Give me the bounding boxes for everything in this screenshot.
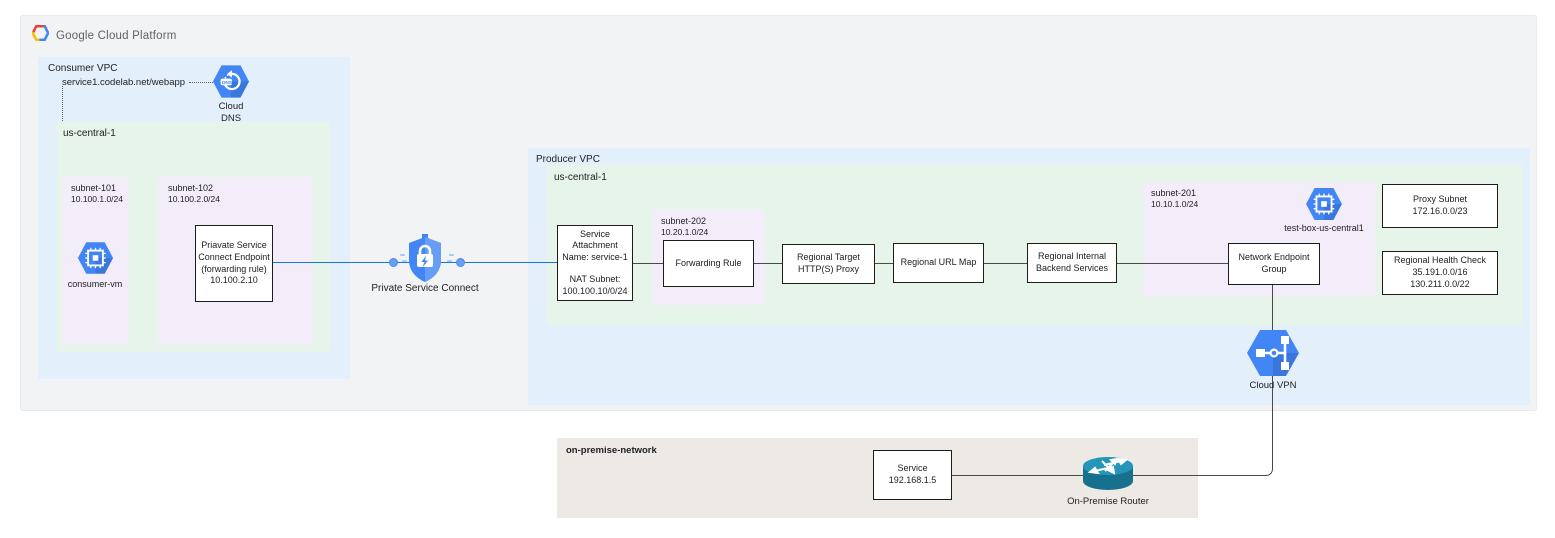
- connector-corner: [1266, 469, 1273, 476]
- psc-dot-right: [456, 258, 465, 267]
- dns-record-text: service1.codelab.net/webapp: [62, 77, 186, 88]
- health-check-cidr2: 130.211.0.0/22: [1410, 278, 1470, 289]
- connector-neg-vpn-vertical: [1272, 285, 1273, 469]
- on-premise-router-label: On-Premise Router: [1067, 496, 1149, 507]
- psc-dot-left: [389, 258, 398, 267]
- cloud-dns-label: Cloud DNS: [218, 101, 244, 124]
- regional-target-proxy-box: Regional Target HTTP(S) Proxy: [782, 244, 875, 284]
- psc-dash-r2: [447, 260, 452, 262]
- psc-dash-l2: [402, 260, 407, 262]
- cloud-dns-icon: DNS: [212, 64, 250, 104]
- connector-urlmap-backend: [984, 263, 1027, 264]
- on-premise-router-icon: [1081, 453, 1135, 500]
- psc-endpoint-line1: Priavate Service: [201, 240, 267, 251]
- onprem-service-title: Service: [897, 463, 928, 474]
- subnet-202-cidr: 10.20.1.0/24: [661, 227, 709, 237]
- subnet-202-name: subnet-202: [661, 216, 707, 226]
- gcp-logo-icon: [31, 24, 50, 46]
- subnet-201-cidr: 10.10.1.0/24: [1151, 199, 1199, 209]
- consumer-vm-icon: [77, 241, 114, 280]
- regional-url-map-box: Regional URL Map: [893, 243, 984, 283]
- connector-proxy-urlmap: [875, 263, 893, 264]
- psc-endpoint-line3: (forwarding rule): [201, 263, 267, 274]
- svg-text:DNS: DNS: [222, 80, 232, 86]
- service-attachment-name: Name: service-1: [562, 252, 628, 263]
- forwarding-rule-box: Forwarding Rule: [663, 240, 754, 287]
- onprem-service-box: Service 192.168.1.5: [873, 450, 952, 500]
- psc-endpoint-box: Priavate Service Connect Endpoint (forwa…: [195, 225, 273, 302]
- cloud-vpn-icon: [1246, 329, 1300, 382]
- subnet-101-cidr: 10.100.1.0/24: [71, 194, 123, 204]
- regional-backend-services-box: Regional Internal Backend Services: [1027, 243, 1117, 283]
- dns-dotted-connector: [189, 82, 213, 83]
- connector-sa-fr: [633, 263, 663, 264]
- proxy-subnet-cidr: 172.16.0.0/23: [1412, 206, 1468, 216]
- service-attachment-nat-cidr: 100.100.10/0/24: [562, 285, 628, 296]
- connector-backend-neg: [1117, 263, 1228, 264]
- proxy-subnet-box: Proxy Subnet 172.16.0.0/23: [1382, 184, 1498, 228]
- gcp-logo-row: Google Cloud Platform: [31, 24, 177, 46]
- consumer-vm-label: consumer-vm: [67, 279, 123, 289]
- psc-endpoint-line2: Connect Endpoint: [198, 251, 270, 262]
- consumer-region-box: us-central-1 subnet-101 10.100.1.0/24 su…: [57, 122, 330, 352]
- consumer-vpc-box: Consumer VPC service1.codelab.net/webapp…: [38, 57, 350, 379]
- on-premise-network-label: on-premise-network: [566, 445, 657, 456]
- subnet-101-name: subnet-101: [71, 183, 117, 193]
- producer-vpc-label: Producer VPC: [536, 154, 600, 165]
- psc-dash-r1: [449, 254, 454, 256]
- service-attachment-title: Service Attachment: [572, 228, 618, 251]
- service-attachment-nat-label: NAT Subnet:: [569, 273, 621, 284]
- private-service-connect-label: Private Service Connect: [371, 283, 479, 294]
- consumer-region-label: us-central-1: [63, 128, 116, 139]
- health-check-title: Regional Health Check: [1393, 255, 1487, 266]
- subnet-201-name: subnet-201: [1151, 188, 1197, 198]
- service-attachment-box: Service Attachment Name: service-1 NAT S…: [557, 225, 633, 301]
- cloud-vpn-label: Cloud VPN: [1249, 380, 1297, 391]
- subnet-102-name: subnet-102: [168, 183, 214, 193]
- psc-endpoint-line4: 10.100.2.10: [210, 275, 258, 286]
- producer-region-label: us-central-1: [554, 172, 607, 183]
- test-box-vm-icon: [1305, 187, 1343, 226]
- private-service-connect-shield-icon: [406, 234, 444, 289]
- proxy-subnet-title: Proxy Subnet: [1412, 194, 1468, 205]
- consumer-vpc-label: Consumer VPC: [48, 63, 118, 74]
- subnet-102-cidr: 10.100.2.0/24: [168, 194, 220, 204]
- health-check-cidr1: 35.191.0.0/16: [1412, 267, 1468, 278]
- psc-dash-l1: [400, 254, 405, 256]
- regional-health-check-box: Regional Health Check 35.191.0.0/16 130.…: [1382, 251, 1498, 295]
- onprem-service-ip: 192.168.1.5: [888, 475, 937, 485]
- gcp-brand-text: Google Cloud Platform: [56, 29, 177, 42]
- connector-fr-proxy: [754, 263, 782, 264]
- network-endpoint-group-box: Network Endpoint Group: [1228, 243, 1320, 285]
- test-box-label: test-box-us-central1: [1284, 223, 1364, 233]
